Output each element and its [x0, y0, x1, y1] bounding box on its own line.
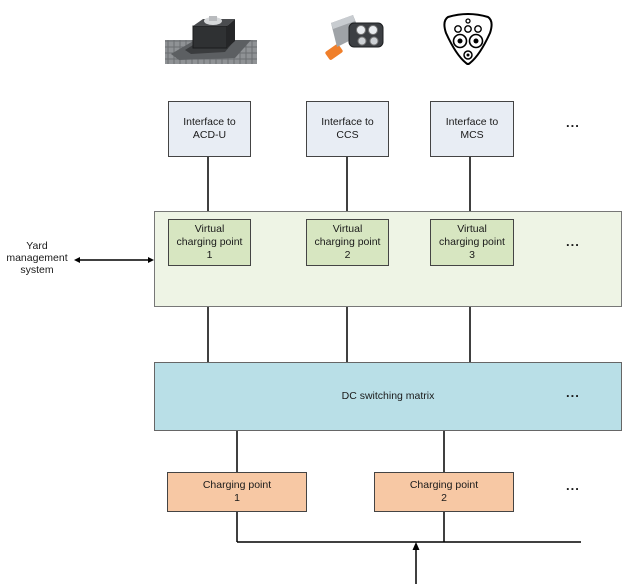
virtual-charging-point-1: Virtual charging point 1 [168, 219, 251, 266]
cp-2-line2: 2 [441, 492, 447, 504]
interface-acd-u-line1: Interface to [183, 116, 236, 128]
cp-1-line2: 1 [234, 492, 240, 504]
yard-line2: management [6, 252, 68, 264]
vcp-1-line1: Virtual [194, 223, 225, 235]
cp-2-line1: Charging point [409, 479, 479, 491]
vcp-1-line3: 1 [206, 249, 213, 261]
vcp-3-line1: Virtual [457, 223, 487, 235]
interface-acd-u-box: Interface to ACD-U [168, 101, 251, 157]
yard-line3: system [20, 264, 54, 276]
vcp-1-line2: charging point [176, 236, 243, 248]
interface-ccs-line1: Interface to [321, 116, 374, 128]
yard-management-system-label: Yard management system [0, 240, 74, 276]
interface-acd-u-line2: ACD-U [192, 129, 227, 141]
interface-mcs-line2: MCS [460, 129, 484, 141]
vcp-3-line2: charging point [439, 236, 505, 248]
dc-switching-matrix: DC switching matrix [154, 362, 622, 431]
interface-mcs-box: Interface to MCS [430, 101, 514, 157]
interface-ccs-box: Interface to CCS [306, 101, 389, 157]
vcp-2-line3: 2 [344, 249, 351, 261]
virtual-charging-point-2: Virtual charging point 2 [306, 219, 389, 266]
mcs-socket-icon [440, 11, 496, 67]
charging-point-1: Charging point 1 [167, 472, 307, 512]
interfaces-ellipsis: ... [566, 115, 580, 130]
vcp-3-line3: 3 [469, 249, 475, 261]
interface-mcs-line1: Interface to [445, 116, 499, 128]
vcp-2-line2: charging point [314, 236, 381, 248]
acd-pantograph-icon [165, 14, 257, 64]
vcp-2-line1: Virtual [332, 223, 363, 235]
charging-point-2: Charging point 2 [374, 472, 514, 512]
virtual-charging-point-3: Virtual charging point 3 [430, 219, 514, 266]
interface-ccs-line2: CCS [336, 129, 359, 141]
virtual-points-ellipsis: ... [566, 234, 580, 249]
dc-switching-matrix-label: DC switching matrix [341, 390, 435, 402]
cp-1-line1: Charging point [202, 479, 272, 491]
yard-line1: Yard [26, 240, 48, 252]
charging-points-ellipsis: ... [566, 478, 580, 493]
ccs-connector-icon [323, 13, 387, 63]
dc-matrix-ellipsis: ... [566, 385, 580, 400]
